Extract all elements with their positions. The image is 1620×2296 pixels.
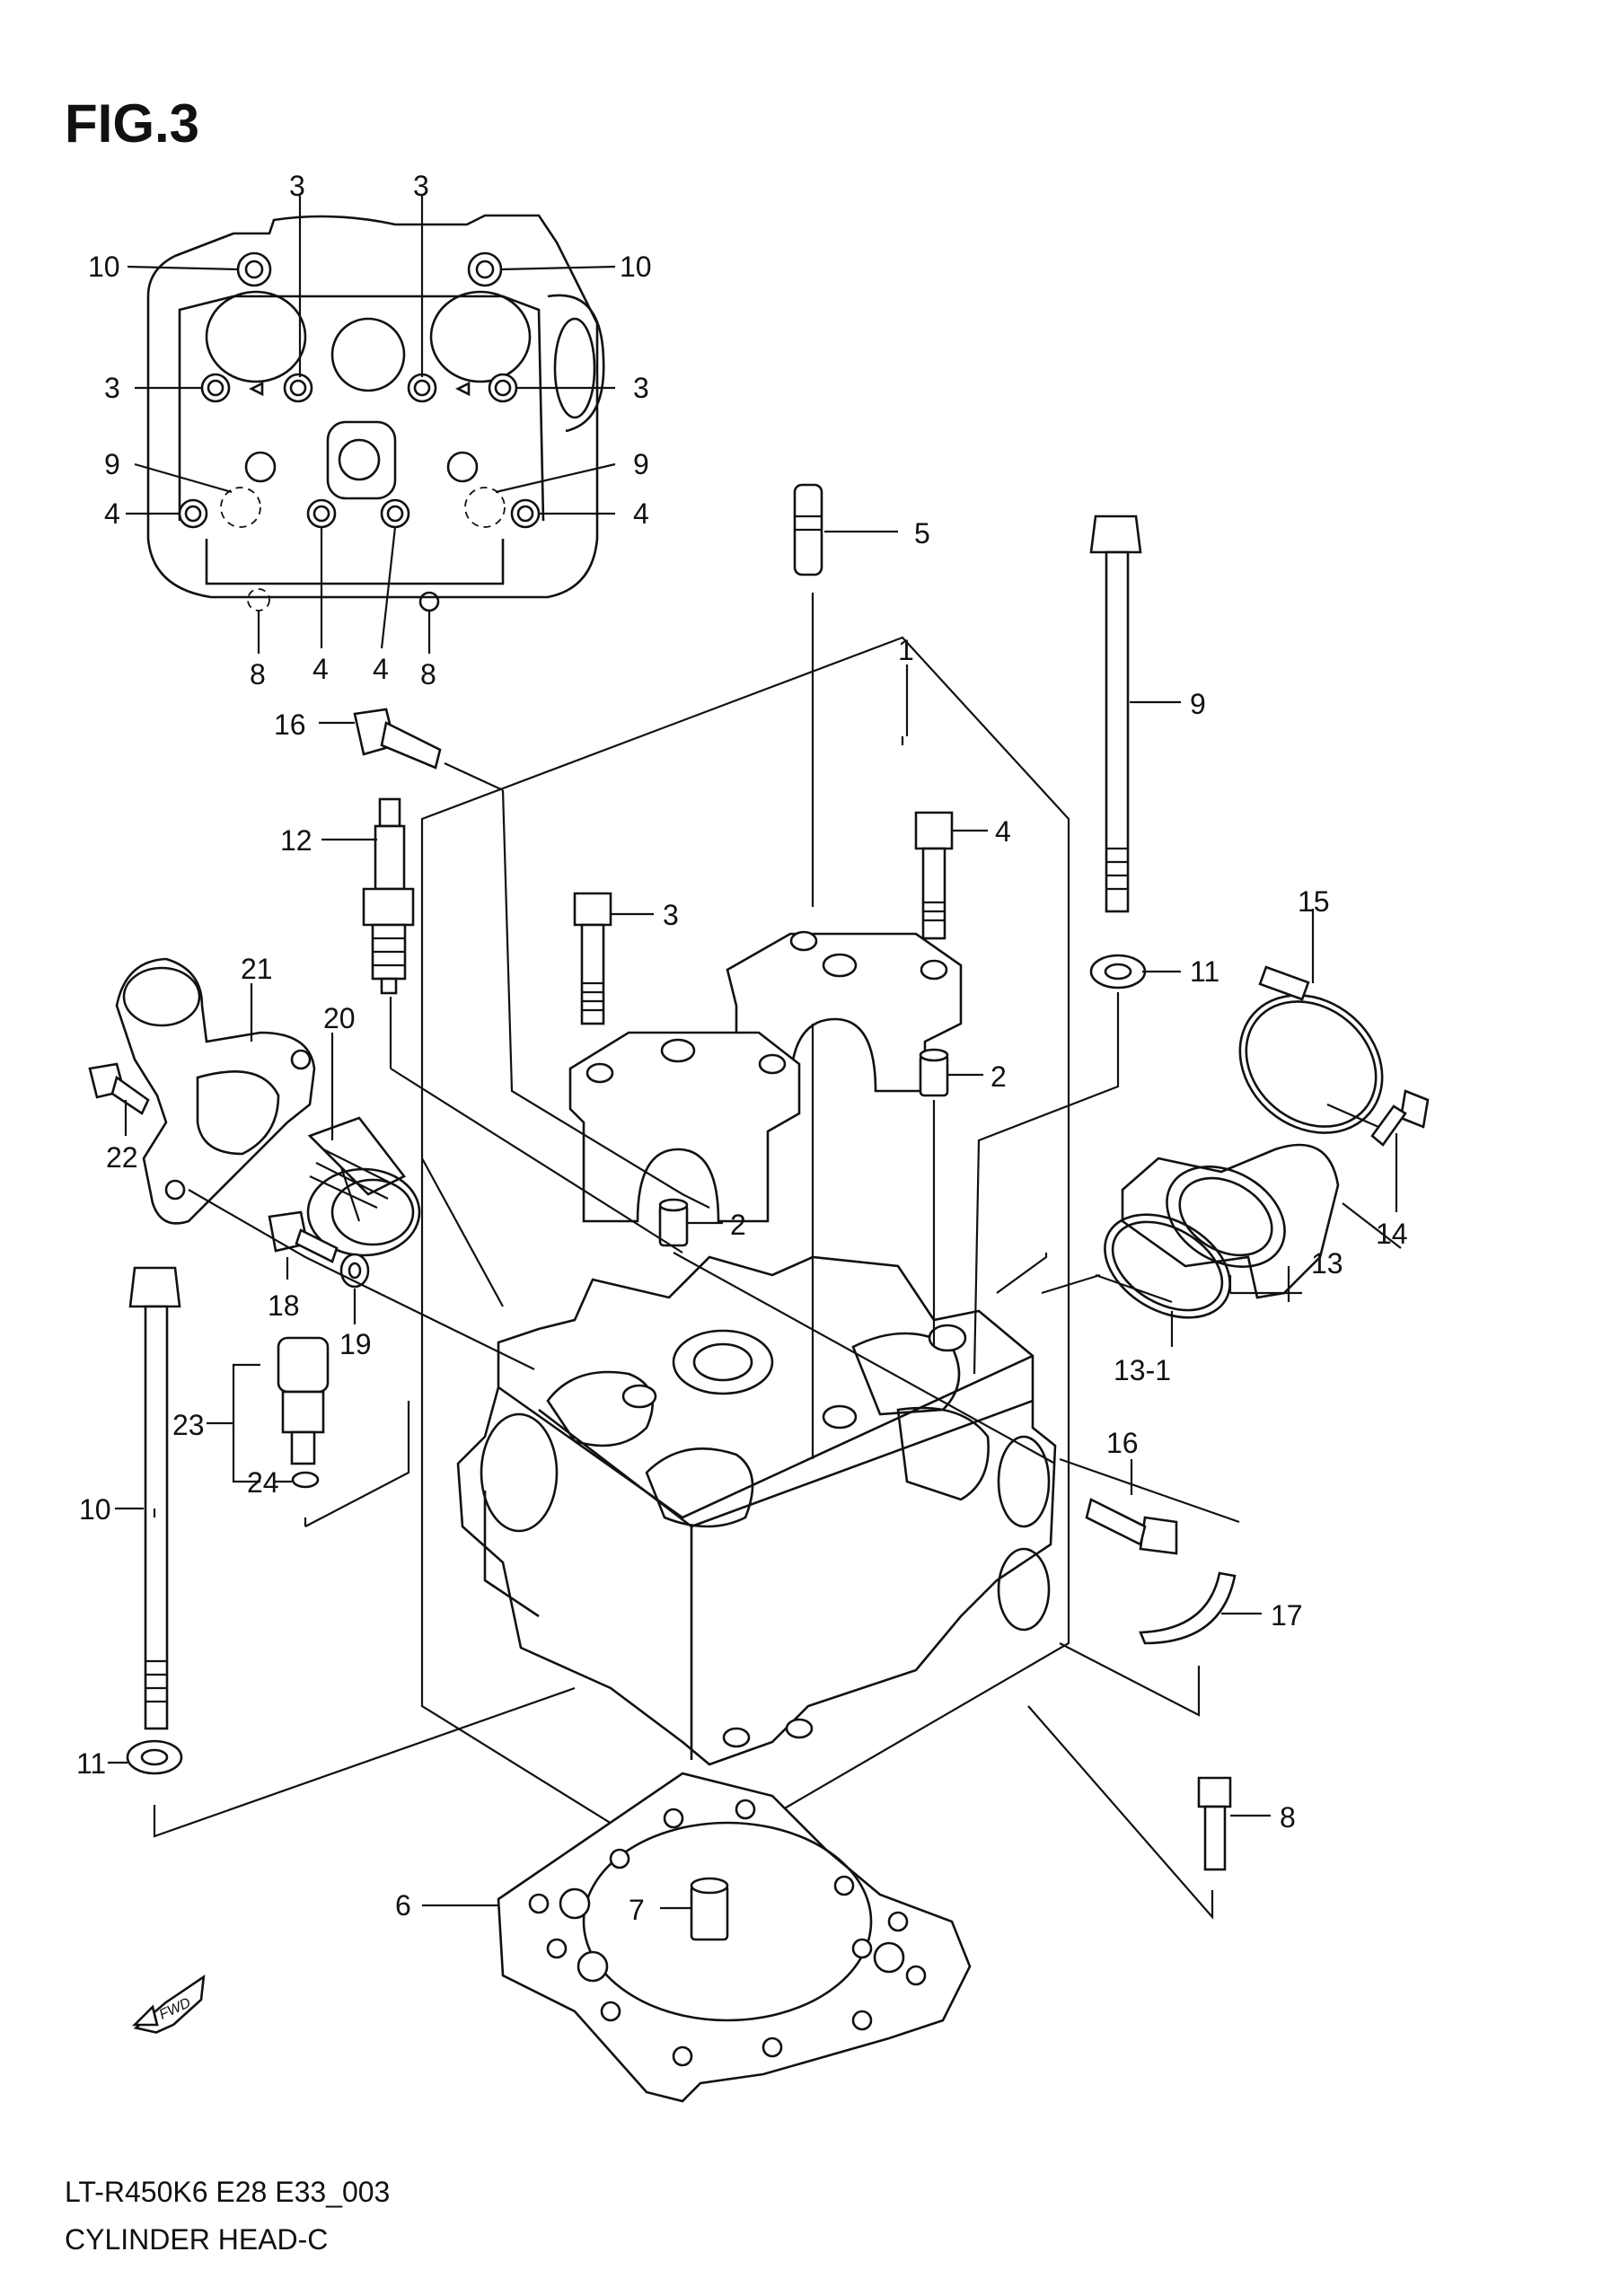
callout-3-right: 3	[633, 372, 649, 404]
callout-2-lower: 2	[730, 1209, 746, 1241]
callout-6: 6	[395, 1889, 411, 1922]
footer-section-name: CYLINDER HEAD-C	[65, 2223, 328, 2256]
callout-11-left: 11	[76, 1747, 106, 1780]
callout-22: 22	[106, 1141, 138, 1174]
callout-12: 12	[280, 824, 313, 857]
callout-5: 5	[914, 517, 930, 550]
callout-10-left: 10	[88, 251, 120, 283]
bolt-4	[914, 811, 954, 940]
stud-bolt-10	[128, 1266, 181, 1730]
callout-8: 8	[1280, 1801, 1296, 1834]
intake-o-ring	[1104, 1213, 1231, 1319]
callout-14: 14	[1376, 1218, 1408, 1250]
callout-10: 10	[79, 1493, 111, 1526]
washer-11-right	[1089, 954, 1147, 990]
callout-8-left: 8	[250, 658, 266, 691]
bolt-16-top	[353, 708, 442, 770]
callout-8-right: 8	[420, 658, 436, 691]
callout-4-right: 4	[633, 497, 649, 530]
o-ring-24	[291, 1471, 320, 1489]
callout-13: 13	[1311, 1247, 1343, 1280]
forward-arrow-icon: FWD	[131, 1974, 206, 2034]
callout-9-right: 9	[633, 448, 649, 480]
callout-9-left: 9	[104, 448, 120, 480]
callout-4-bottom-b: 4	[373, 653, 389, 685]
valve-guide	[793, 483, 823, 576]
bolt-8	[1197, 1776, 1232, 1871]
cam-end-plug-17	[1139, 1571, 1237, 1645]
bolt-14	[1370, 1089, 1430, 1147]
callout-16-right: 16	[1106, 1427, 1139, 1459]
callout-24: 24	[247, 1466, 279, 1499]
cylinder-head-top-view	[126, 196, 616, 654]
callout-23: 23	[172, 1409, 205, 1441]
callout-2-upper: 2	[990, 1060, 1007, 1093]
callout-3-left: 3	[104, 372, 120, 404]
cylinder-head-assembly-outline	[420, 636, 1070, 1869]
spark-plug	[362, 797, 415, 995]
callout-3-top-left: 3	[289, 170, 305, 202]
callout-17: 17	[1271, 1599, 1303, 1632]
camshaft-cap-front	[568, 1031, 801, 1223]
callout-13-1: 13-1	[1114, 1354, 1171, 1386]
dowel-pin-7	[690, 1877, 729, 1941]
cylinder-head	[456, 1255, 1057, 1766]
callout-11-right: 11	[1190, 955, 1219, 988]
callout-10-right: 10	[620, 251, 652, 283]
bolt-16-right	[1085, 1498, 1178, 1555]
thermostat	[306, 1116, 421, 1257]
intake-pipe	[1121, 1143, 1340, 1299]
callout-1: 1	[898, 634, 914, 666]
callout-4-left: 4	[104, 497, 120, 530]
bolt-22	[88, 1062, 150, 1115]
dowel-pin-lower	[658, 1198, 689, 1247]
callout-15: 15	[1298, 885, 1330, 918]
callout-20: 20	[323, 1002, 356, 1034]
head-gasket	[497, 1772, 972, 2103]
intake-clamp	[1238, 965, 1384, 1134]
callout-3: 3	[663, 899, 679, 931]
callout-18: 18	[268, 1289, 300, 1322]
dowel-pin-upper	[919, 1048, 949, 1097]
callout-9: 9	[1190, 688, 1206, 720]
callout-4-bottom-a: 4	[313, 653, 329, 685]
leader-lines	[108, 530, 1402, 1920]
temperature-sensor	[277, 1336, 330, 1465]
callout-7: 7	[629, 1894, 645, 1926]
washer-11-left	[126, 1739, 183, 1775]
callout-21: 21	[241, 953, 273, 985]
callout-19: 19	[339, 1328, 372, 1360]
bolt-3	[573, 892, 612, 1025]
stud-bolt-9	[1089, 515, 1142, 913]
footer-model-line: LT-R450K6 E28 E33_003	[65, 2176, 390, 2208]
callout-3-top-right: 3	[413, 170, 429, 202]
figure-title: FIG.3	[65, 93, 199, 154]
water-outlet-pipe	[115, 957, 316, 1225]
callout-4: 4	[995, 815, 1011, 848]
callout-16-top: 16	[274, 708, 306, 741]
